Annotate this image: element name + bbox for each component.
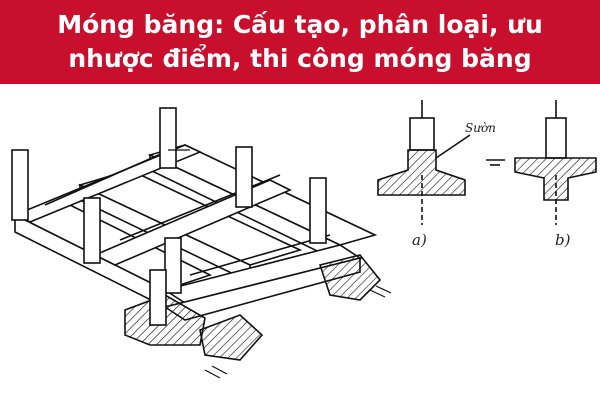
- section-b: [486, 100, 597, 225]
- title-line-2: nhược điểm, thi công móng băng: [68, 44, 532, 73]
- isometric-foundation-grid: [12, 144, 382, 361]
- strip-foundation-drawing: Sườn a) b): [11, 100, 597, 379]
- caption-b: b): [555, 231, 571, 249]
- rebar-ends: [168, 149, 392, 379]
- title-banner: Móng băng: Cấu tạo, phân loại, ưu nhược …: [0, 0, 600, 84]
- rib-label: Sườn: [465, 121, 496, 135]
- caption-a: a): [412, 231, 427, 249]
- columns: [11, 107, 327, 326]
- title-line-1: Móng băng: Cấu tạo, phân loại, ưu: [57, 10, 543, 39]
- section-a: [377, 100, 471, 225]
